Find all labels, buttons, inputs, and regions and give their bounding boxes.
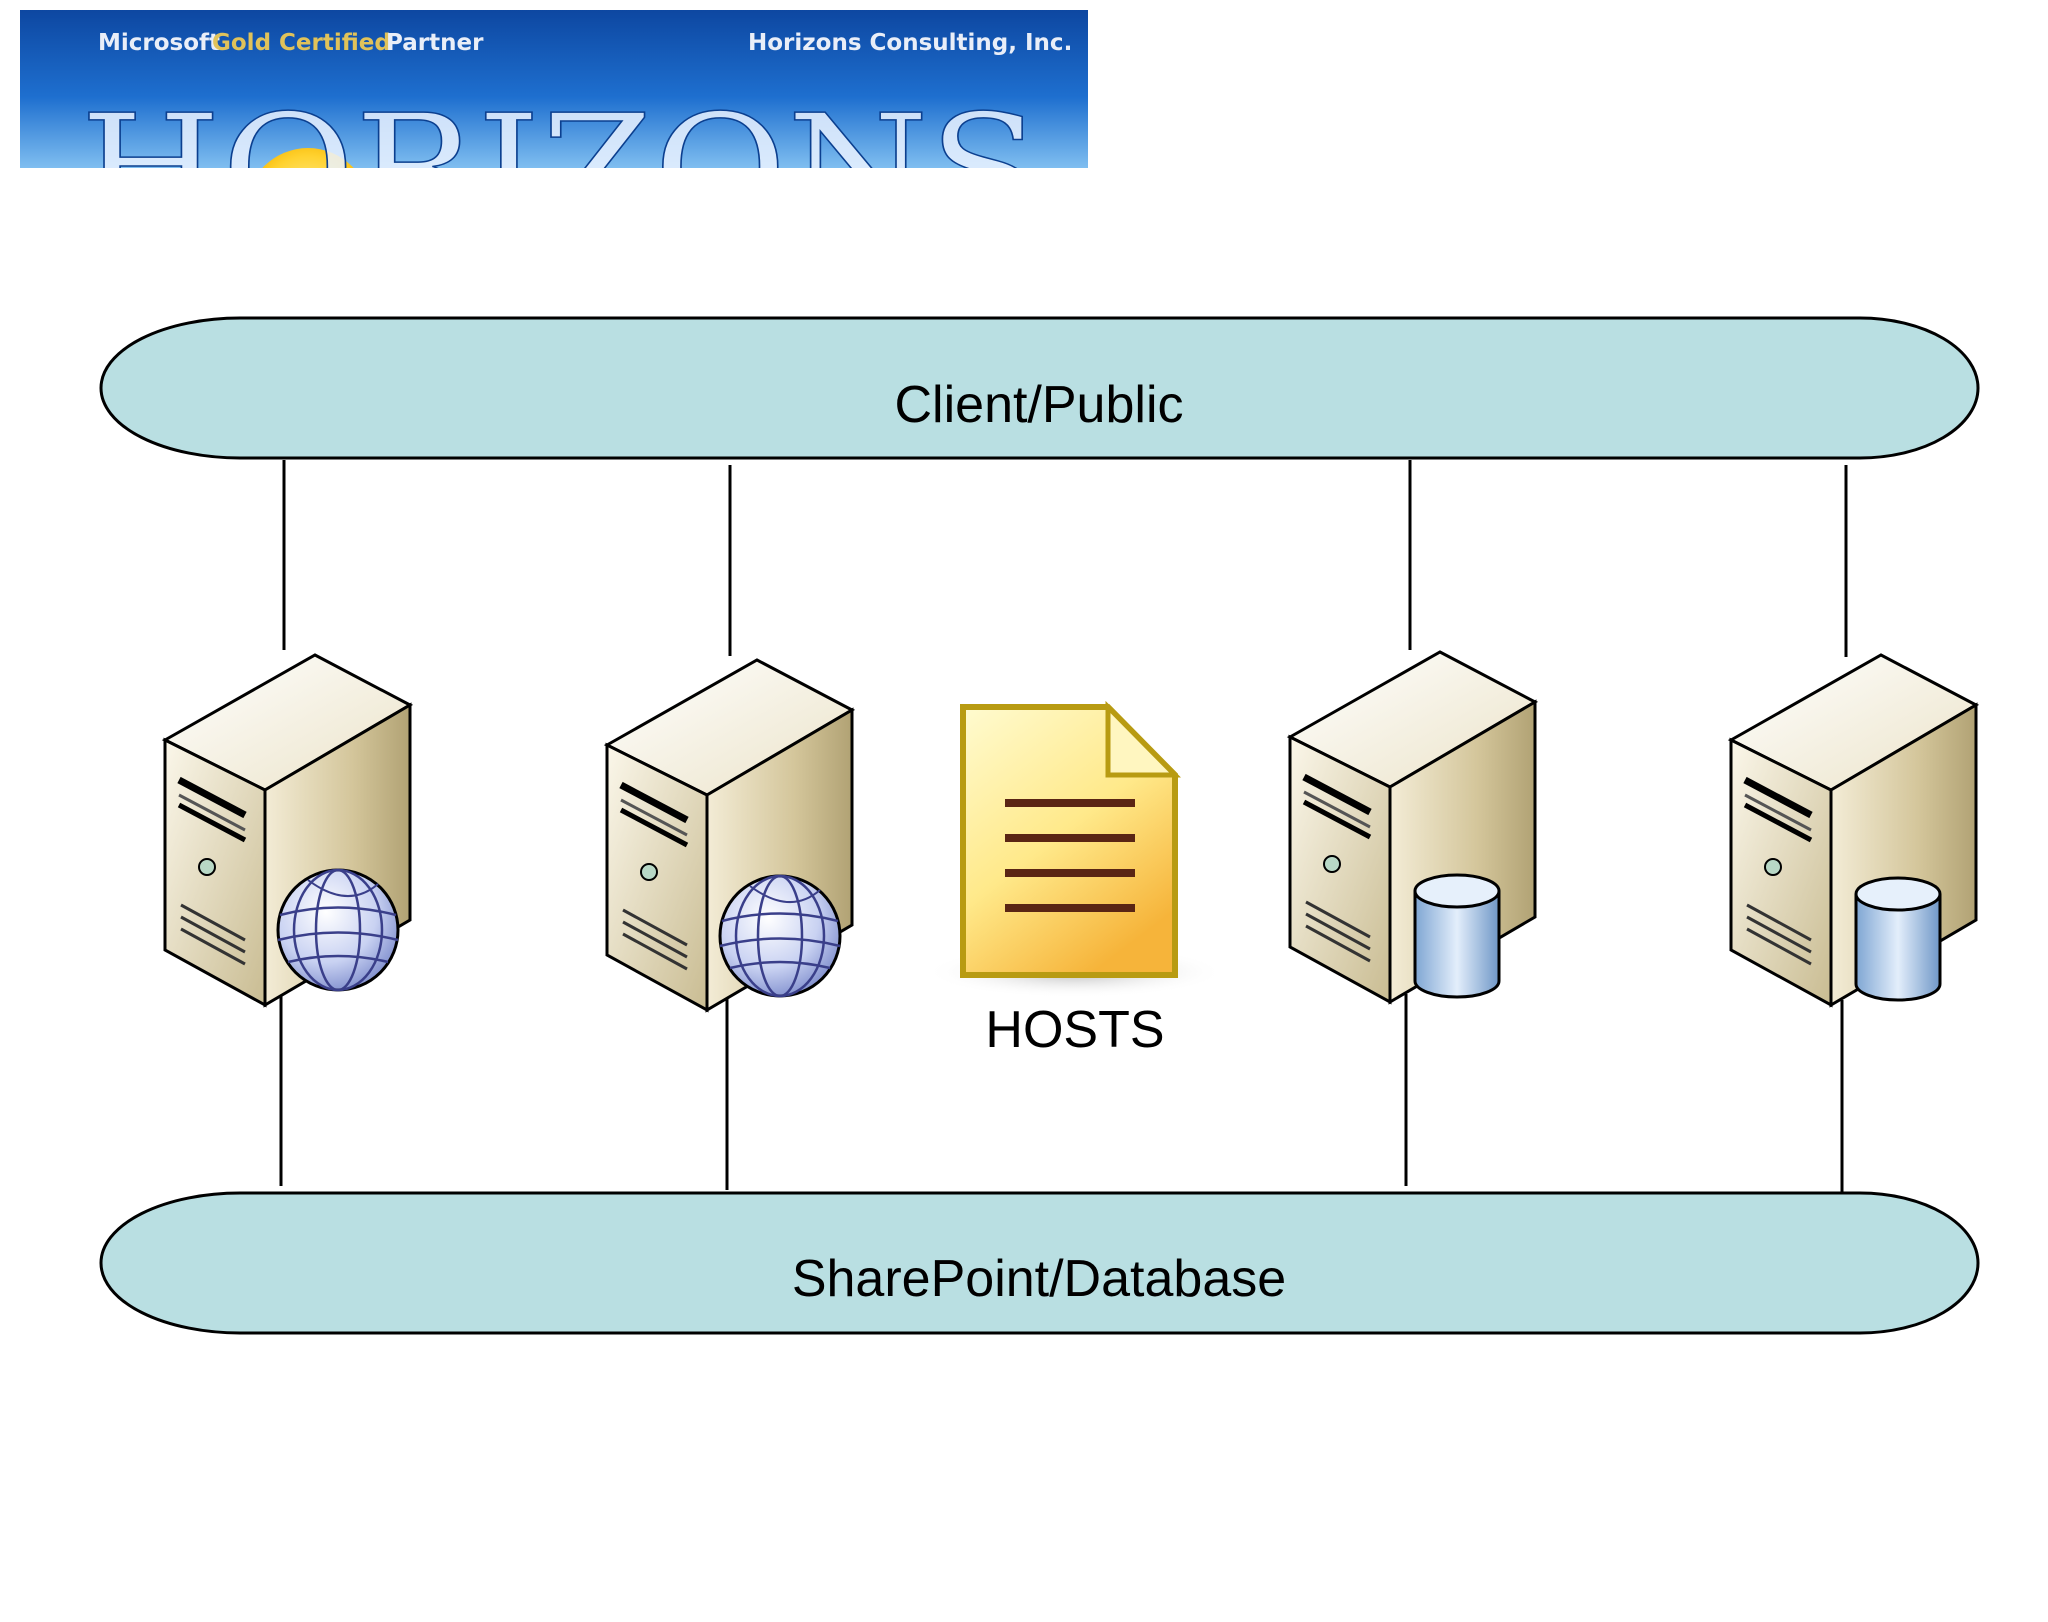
web-server-1 <box>165 655 410 1005</box>
connector-lines <box>279 460 1848 1192</box>
sharepoint-database-network: SharePoint/Database <box>99 1191 1980 1335</box>
web-server-2 <box>607 660 852 1010</box>
partner-gold-text: Gold Certified <box>212 30 391 56</box>
hosts-label: HOSTS <box>985 1001 1164 1059</box>
database-server-2 <box>1731 655 1976 1005</box>
globe-icon <box>718 874 842 998</box>
sun-icon <box>262 148 354 168</box>
partner-suffix-text: Partner <box>386 30 484 56</box>
client-public-network: Client/Public <box>99 316 1980 460</box>
horizons-logo-wordmark: HORIZONS <box>80 83 1040 255</box>
database-server-1 <box>1290 652 1535 1002</box>
sharepoint-database-label: SharePoint/Database <box>792 1250 1286 1308</box>
client-public-label: Client/Public <box>894 376 1183 434</box>
database-icon <box>1413 873 1501 999</box>
database-icon <box>1854 876 1942 1002</box>
hosts-file: HOSTS <box>925 700 1225 1059</box>
company-name-text: Horizons Consulting, Inc. <box>748 30 1072 56</box>
globe-icon <box>276 868 400 992</box>
partner-prefix-text: Microsoft <box>98 30 220 56</box>
horizons-logo-banner: Microsoft Gold Certified Partner Horizon… <box>20 10 1088 255</box>
